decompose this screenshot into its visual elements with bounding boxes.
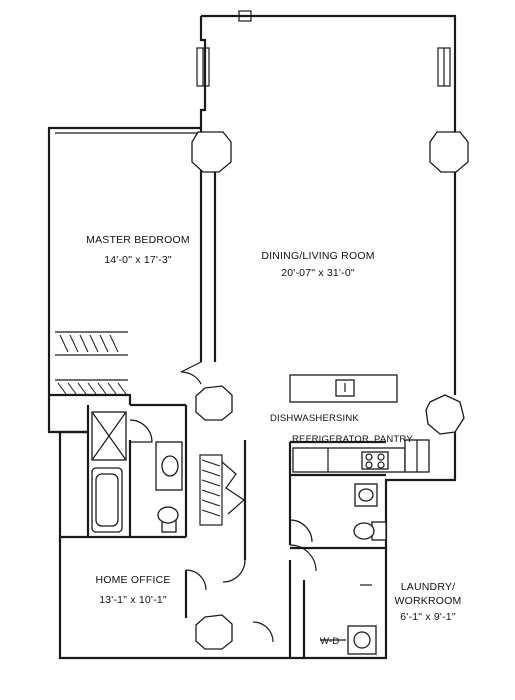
door-swings [129, 361, 317, 643]
wd-label: W-D [320, 636, 339, 647]
home-office-size: 13'-1" x 10'-1" [99, 594, 167, 606]
bifold-door [221, 461, 245, 515]
kitchen-counter [292, 439, 430, 473]
closet-rods [55, 331, 223, 526]
room-labels: MASTER BEDROOM 14'-0" x 17'-3" DINING/LI… [86, 234, 461, 623]
dining-living-name: DINING/LIVING ROOM [261, 250, 374, 262]
exterior-walls [47, 14, 457, 660]
dishwasher-label: DISHWASHER [270, 413, 336, 424]
laundry-size: 6'-1" x 9'-1" [400, 611, 456, 623]
fixture-labels: DISHWASHER SINK REFRIGERATOR PANTRY W-D [270, 413, 413, 647]
laundry-name-line1: LAUNDRY/ [401, 581, 456, 593]
home-office-name: HOME OFFICE [95, 574, 170, 586]
pantry-label: PANTRY [374, 434, 413, 445]
master-bedroom-size: 14'-0" x 17'-3" [104, 254, 172, 266]
interior-walls [49, 172, 386, 658]
kitchen-island [289, 374, 398, 403]
laundry-name-line2: WORKROOM [395, 595, 462, 607]
window-marks [196, 10, 451, 87]
sink-label: SINK [336, 413, 359, 424]
master-bedroom-name: MASTER BEDROOM [86, 234, 190, 246]
dining-living-size: 20'-07" x 31'-0" [281, 267, 355, 279]
washer-dryer [320, 625, 377, 655]
refrigerator-label: REFRIGERATOR [292, 434, 369, 445]
bath-fixtures [91, 411, 387, 541]
structural-columns [191, 131, 469, 650]
